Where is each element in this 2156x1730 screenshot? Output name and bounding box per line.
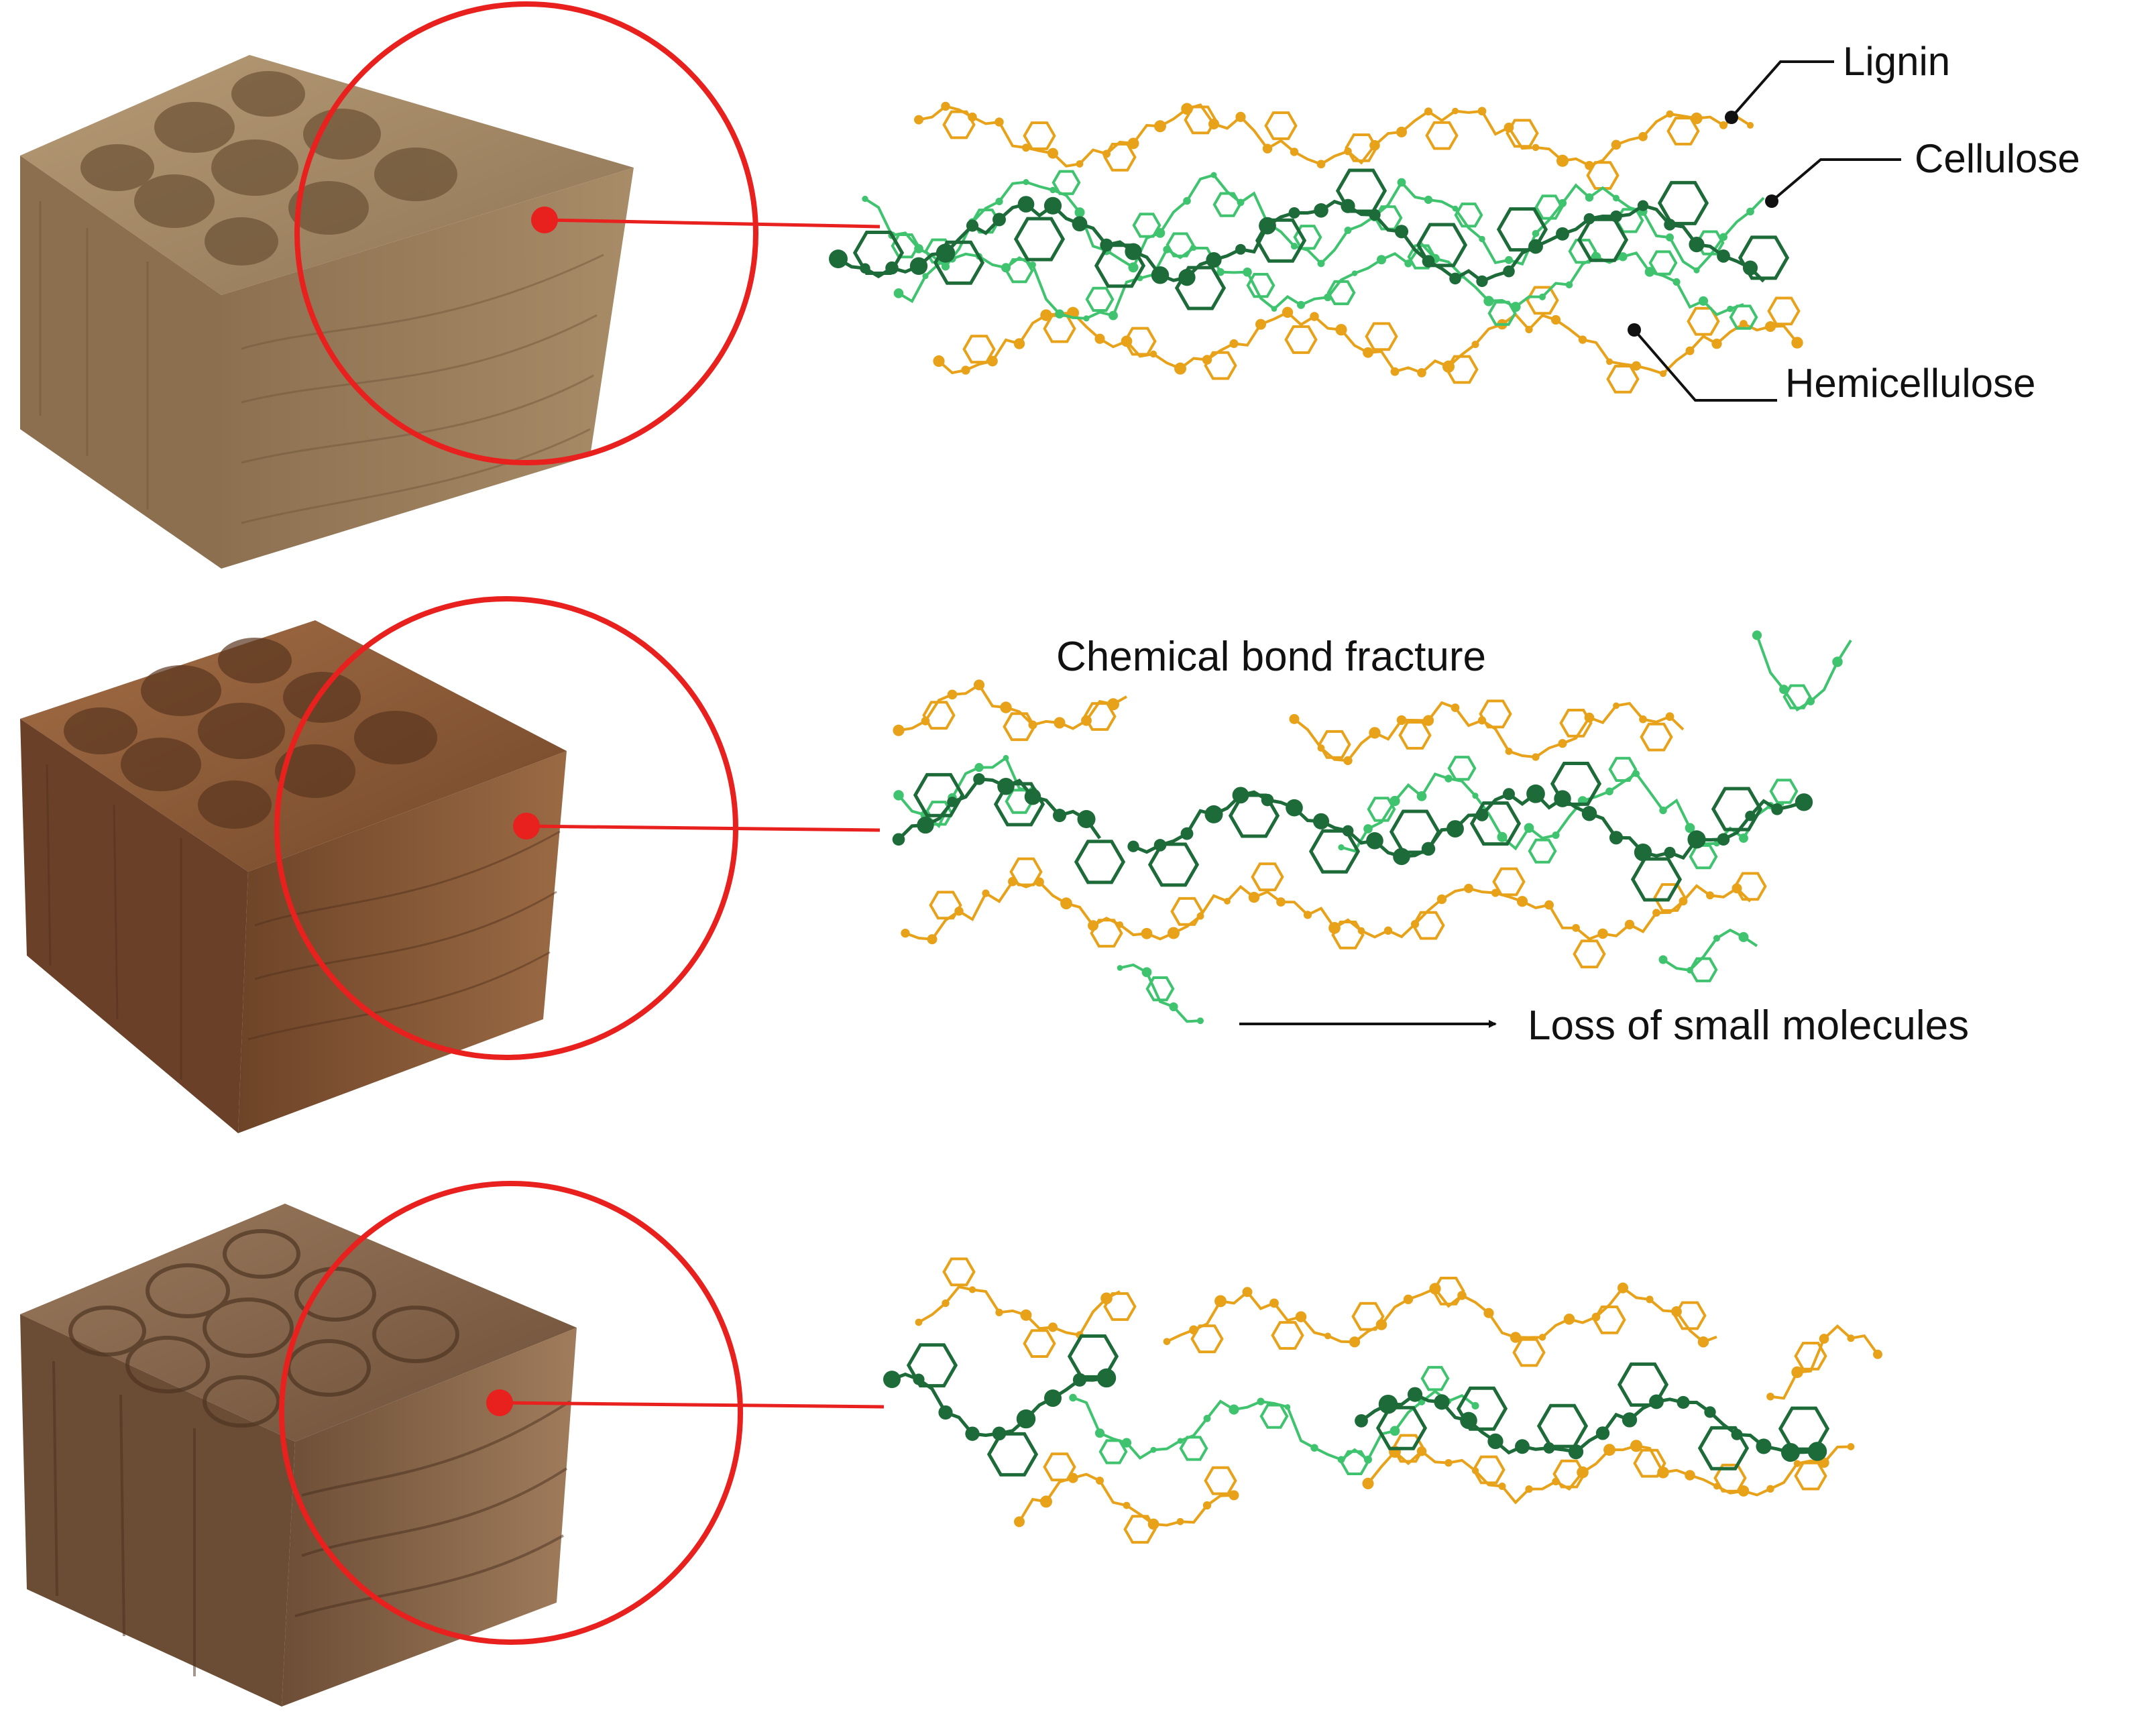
- lignin-chain: [915, 1257, 1137, 1358]
- magnifier-circle: [294, 1, 758, 465]
- wood-block-left-face: [20, 1314, 295, 1707]
- cellulose-chain: [1355, 1362, 1830, 1470]
- label-loss-small-molecules: Loss of small molecules: [1528, 1002, 1969, 1049]
- magnifier-connector: [544, 218, 881, 229]
- leader-lignin: [1725, 60, 1834, 124]
- magnifier-fracture: [274, 596, 881, 1060]
- lignin-chain: [901, 857, 1767, 969]
- magnifier-connector: [499, 1401, 885, 1409]
- hemicellulose-chain: [893, 754, 1037, 829]
- cellulose-chain: [1127, 762, 1813, 902]
- label-lignin: Lignin: [1843, 39, 1950, 84]
- magnifier-connector: [526, 824, 881, 832]
- label-hemicellulose: Hemicellulose: [1785, 361, 2035, 406]
- lignin-chain: [1289, 699, 1685, 766]
- magnifier-degraded: [279, 1181, 885, 1645]
- label-cellulose: Cellulose: [1915, 136, 2080, 181]
- lignin-chain: [1163, 1277, 1717, 1367]
- wood-grain: [46, 764, 561, 1080]
- wood-cell-lumens: [68, 1229, 459, 1428]
- hemicellulose-chain: [893, 232, 1758, 330]
- cellulose-chain: [829, 168, 1790, 310]
- wood-cell-lumens: [80, 71, 457, 266]
- lignin-chain: [933, 286, 1803, 394]
- hemicellulose-chain: [1658, 928, 1758, 982]
- lignin-chain: [1014, 1452, 1239, 1544]
- wood-block-right-face: [282, 1328, 577, 1707]
- wood-block-left-face: [20, 156, 221, 569]
- wood-block-fracture: [20, 620, 567, 1133]
- magnifier-intact: [294, 1, 881, 465]
- cellulose-chain: [892, 772, 1126, 884]
- wood-block-right-face: [238, 751, 567, 1133]
- label-bond-fracture: Chemical bond fracture: [1056, 634, 1486, 680]
- leader-cellulose: [1765, 158, 1901, 208]
- hemicellulose-chain: [1752, 630, 1852, 712]
- wood-block-intact: [20, 55, 634, 569]
- wood-cell-lumens: [64, 638, 437, 829]
- wood-grain: [52, 1361, 571, 1676]
- leader-hemicellulose: [1628, 323, 1777, 402]
- hemicellulose-fragment: [1117, 963, 1204, 1025]
- magnifier-circle: [279, 1181, 743, 1645]
- cellulose-chain: [883, 1334, 1119, 1477]
- molecular-chains: [829, 101, 1882, 1544]
- lignin-chain: [1766, 1324, 1882, 1401]
- hemicellulose-chain: [1338, 756, 1799, 870]
- lignin-chain: [1362, 1434, 1855, 1505]
- wood-block-degraded: [20, 1204, 577, 1707]
- wood-block-right-face: [221, 168, 634, 569]
- hemicellulose-chain: [1069, 1366, 1479, 1475]
- wood-block-left-face: [20, 719, 248, 1133]
- lignin-chain: [893, 679, 1127, 742]
- lignin-chain: [914, 101, 1754, 190]
